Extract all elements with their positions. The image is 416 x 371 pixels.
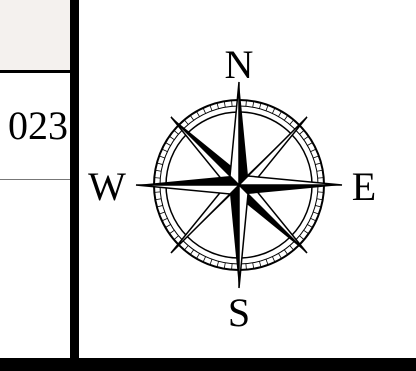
compass-tick — [159, 156, 165, 158]
title-block: 023 — [0, 0, 70, 358]
compass-tick — [272, 257, 275, 262]
compass-tick — [197, 111, 200, 116]
compass-tick — [284, 250, 287, 255]
compass-tick — [154, 192, 160, 193]
compass-tick — [311, 218, 316, 221]
compass-tick — [315, 163, 321, 165]
compass-tick — [203, 108, 206, 113]
compass-tick — [253, 263, 254, 269]
compass-panel: N E S W — [79, 0, 416, 358]
compass-tick — [290, 246, 294, 251]
compass-tick — [284, 115, 287, 120]
compass-tick — [307, 225, 312, 228]
compass-tick — [290, 120, 294, 125]
compass-tick — [304, 230, 309, 233]
compass-tick — [246, 264, 247, 270]
compass-tick — [307, 143, 312, 146]
title-block-header-cell — [0, 0, 70, 70]
compass-tick — [159, 212, 165, 214]
compass-tick — [184, 246, 188, 251]
compass-tick — [155, 170, 161, 171]
compass-tick — [318, 178, 324, 179]
frame-bottom-border — [0, 358, 416, 371]
title-block-date: 023 — [0, 94, 68, 158]
compass-tick — [300, 236, 305, 240]
compass-tick — [232, 100, 233, 106]
compass-tick — [190, 250, 193, 255]
compass-tick — [165, 143, 170, 146]
compass-tick — [224, 101, 225, 107]
compass-tick — [279, 111, 282, 116]
compass-tick — [232, 264, 233, 270]
compass-tick — [162, 218, 167, 221]
compass-tick — [157, 163, 163, 165]
compass-tick — [174, 130, 179, 134]
compass-tick — [266, 105, 268, 111]
compass-tick — [279, 253, 282, 258]
compass-tick — [210, 105, 212, 111]
compass-tick — [313, 212, 319, 214]
compass-tick — [224, 263, 225, 269]
compass-tick — [300, 130, 305, 134]
compass-tick — [317, 199, 323, 200]
compass-tick — [313, 156, 319, 158]
compass-tick — [217, 103, 219, 109]
compass-label-east: E — [352, 164, 376, 209]
frame-divider — [70, 0, 79, 371]
compass-tick — [315, 205, 321, 207]
compass-tick — [317, 170, 323, 171]
compass-tick — [203, 257, 206, 262]
compass-tick — [246, 100, 247, 106]
compass-tick — [155, 199, 161, 200]
compass-tick — [253, 101, 254, 107]
compass-tick — [217, 261, 219, 267]
compass-tick — [184, 120, 188, 125]
compass-tick — [259, 261, 261, 267]
compass-tick — [210, 259, 212, 265]
compass-label-south: S — [228, 290, 250, 335]
compass-tick — [157, 205, 163, 207]
compass-tick — [197, 253, 200, 258]
compass-tick — [162, 149, 167, 152]
compass-tick — [165, 225, 170, 228]
compass-label-north: N — [225, 42, 254, 87]
compass-tick — [304, 136, 309, 139]
compass-tick — [272, 108, 275, 113]
compass-tick — [311, 149, 316, 152]
compass-tick — [154, 178, 160, 179]
compass-tick — [169, 136, 174, 139]
compass-cardinal-points — [136, 82, 342, 288]
compass-rose-icon: N E S W — [79, 0, 416, 358]
compass-tick — [266, 259, 268, 265]
compass-tick — [169, 230, 174, 233]
compass-tick — [190, 115, 193, 120]
compass-tick — [259, 103, 261, 109]
title-block-rule — [0, 70, 70, 73]
title-block-rule — [0, 179, 70, 180]
compass-tick — [174, 236, 179, 240]
compass-tick — [318, 192, 324, 193]
compass-label-west: W — [88, 164, 126, 209]
